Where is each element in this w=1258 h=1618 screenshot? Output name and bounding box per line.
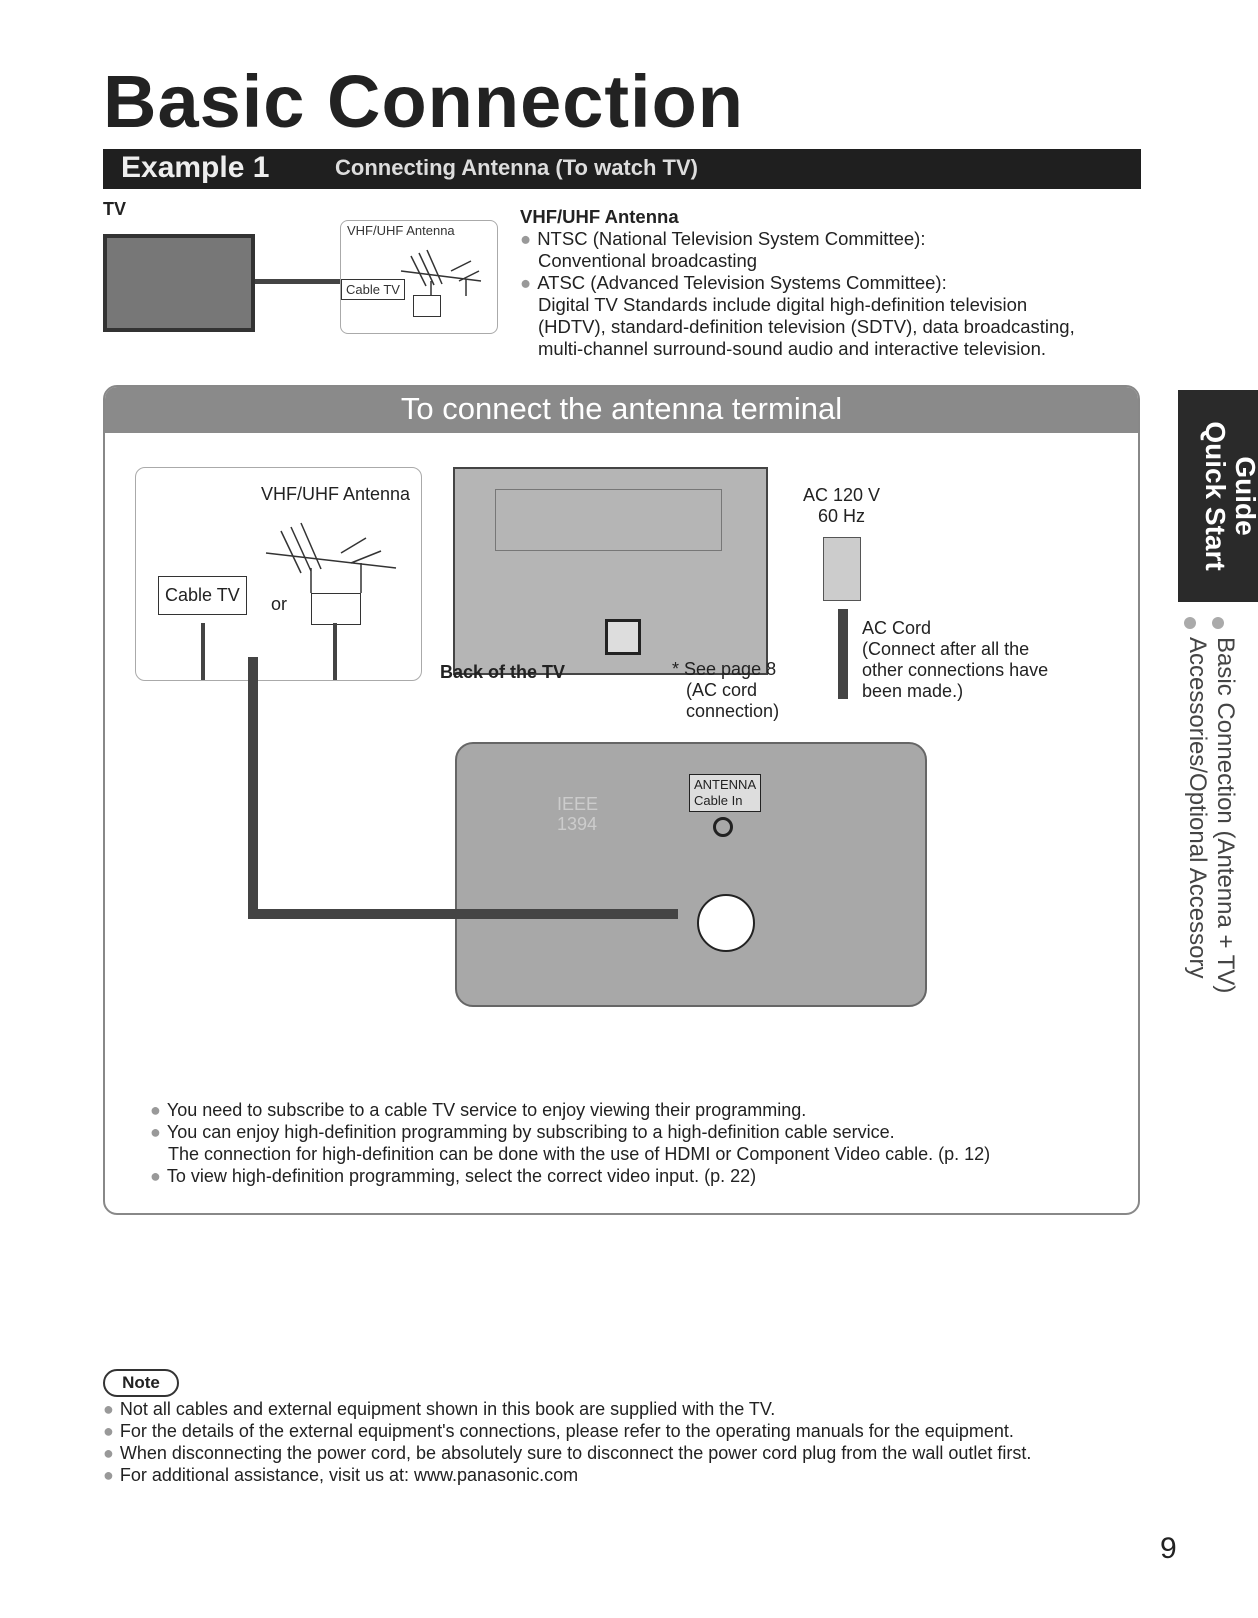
ieee-line: IEEE bbox=[557, 794, 599, 814]
cable-line bbox=[201, 623, 205, 680]
quick-start-tab-label: Quick Start Guide bbox=[1200, 421, 1258, 570]
tv-illustration bbox=[103, 234, 255, 332]
coax-connector-icon bbox=[697, 894, 755, 952]
bullet-item: ●You need to subscribe to a cable TV ser… bbox=[150, 1100, 807, 1120]
cable-line bbox=[333, 623, 337, 680]
see-page-note: * See page 8 (AC cord connection) bbox=[672, 659, 779, 722]
coax-cable-horizontal bbox=[248, 909, 678, 919]
antenna-icon bbox=[400, 249, 482, 296]
terminal-icon bbox=[713, 817, 733, 837]
wall-outlet-icon bbox=[823, 537, 861, 601]
example-bar: Example 1 Connecting Antenna (To watch T… bbox=[103, 149, 1141, 189]
bullet-text: You can enjoy high-definition programmin… bbox=[166, 1122, 895, 1142]
see-page-line: (AC cord bbox=[686, 680, 758, 700]
note-item: ●For the details of the external equipme… bbox=[103, 1421, 1014, 1441]
side-navigation: Basic Connection (Antenna + TV) Accessor… bbox=[1184, 617, 1239, 993]
bullet-text: The connection for high-definition can b… bbox=[168, 1144, 991, 1164]
bullet-text: You need to subscribe to a cable TV serv… bbox=[166, 1100, 807, 1120]
note-list: ●Not all cables and external equipment s… bbox=[103, 1398, 1153, 1486]
cable-line bbox=[255, 279, 340, 284]
desc-item-sub: multi-channel surround-sound audio and i… bbox=[538, 338, 1047, 359]
page-number: 9 bbox=[1160, 1532, 1177, 1565]
example-label: Example 1 bbox=[121, 151, 270, 184]
tv-back-illustration bbox=[453, 467, 768, 675]
note-text: For the details of the external equipmen… bbox=[119, 1421, 1014, 1441]
terminal-label-line: Cable In bbox=[694, 793, 743, 808]
ac-voltage-label: AC 120 V bbox=[803, 485, 881, 505]
note-item: ●Not all cables and external equipment s… bbox=[103, 1399, 776, 1419]
panel-bullets: ●You need to subscribe to a cable TV ser… bbox=[150, 1099, 1110, 1187]
panel-title: To connect the antenna terminal bbox=[400, 391, 843, 426]
nav-item-basic-connection[interactable]: Basic Connection (Antenna + TV) bbox=[1212, 637, 1239, 993]
desc-item-main: NTSC (National Television System Committ… bbox=[537, 228, 926, 249]
terminal-zoom-illustration: IEEE 1394 ANTENNA Cable In bbox=[455, 742, 927, 1007]
bullet-item: ●You can enjoy high-definition programmi… bbox=[150, 1122, 895, 1142]
see-page-line: connection) bbox=[686, 701, 780, 721]
panel-header bbox=[105, 387, 1138, 433]
ac-cord-note: AC Cord (Connect after all the other con… bbox=[862, 618, 1048, 702]
cable-tv-detail-box: Cable TV bbox=[158, 576, 247, 615]
note-item: ●When disconnecting the power cord, be a… bbox=[103, 1443, 1032, 1463]
antenna-detail-box: VHF/UHF Antenna Cable TV or bbox=[135, 467, 422, 681]
note-text: Not all cables and external equipment sh… bbox=[119, 1399, 776, 1419]
antenna-description: VHF/UHF Antenna ●NTSC (National Televisi… bbox=[520, 206, 1120, 360]
desc-item-sub: Conventional broadcasting bbox=[538, 250, 758, 271]
tab-line-1: Quick Start bbox=[1200, 421, 1231, 570]
back-of-tv-label: Back of the TV bbox=[440, 662, 566, 682]
ac-cord-line: been made.) bbox=[862, 681, 964, 701]
coax-cable-vertical bbox=[248, 657, 258, 919]
terminal-label-line: ANTENNA bbox=[694, 777, 757, 792]
antenna-label: VHF/UHF Antenna bbox=[347, 223, 455, 238]
antenna-icon bbox=[265, 522, 397, 593]
tv-label: TV bbox=[103, 199, 127, 219]
ac-cord-line: (Connect after all the bbox=[862, 639, 1030, 659]
tab-line-2: Guide bbox=[1230, 456, 1258, 535]
cable-tv-box: Cable TV bbox=[341, 279, 405, 300]
nav-bullet-icon bbox=[1184, 617, 1196, 629]
antenna-terminal-panel: To connect the antenna terminal VHF/UHF … bbox=[103, 385, 1140, 1215]
ieee-label: IEEE 1394 bbox=[557, 794, 598, 834]
ac-cord-line bbox=[838, 609, 848, 699]
antenna-heading: VHF/UHF Antenna bbox=[520, 206, 679, 227]
page-title: Basic Connection bbox=[103, 60, 744, 143]
bullet-text: To view high-definition programming, sel… bbox=[166, 1166, 757, 1186]
ac-cord-line: other connections have bbox=[862, 660, 1049, 680]
note-text: For additional assistance, visit us at: … bbox=[119, 1465, 579, 1485]
example-subtitle: Connecting Antenna (To watch TV) bbox=[335, 155, 698, 180]
nav-item-accessories[interactable]: Accessories/Optional Accessory bbox=[1184, 637, 1211, 978]
antenna-box: VHF/UHF Antenna Cable TV bbox=[340, 220, 498, 334]
ieee-line: 1394 bbox=[557, 814, 598, 834]
antenna-splitter bbox=[413, 295, 441, 317]
desc-item: ●NTSC (National Television System Commit… bbox=[520, 228, 926, 249]
bullet-item: ●To view high-definition programming, se… bbox=[150, 1166, 757, 1186]
see-page-line: * See page 8 bbox=[672, 659, 777, 679]
or-label: or bbox=[271, 594, 288, 614]
desc-item-sub: (HDTV), standard-definition television (… bbox=[538, 316, 1075, 337]
desc-item-sub: Digital TV Standards include digital hig… bbox=[538, 294, 1028, 315]
quick-start-tab bbox=[1178, 390, 1258, 602]
note-item: ●For additional assistance, visit us at:… bbox=[103, 1465, 579, 1485]
splitter-box bbox=[311, 593, 361, 625]
note-text: When disconnecting the power cord, be ab… bbox=[119, 1443, 1032, 1463]
tv-back-panel bbox=[495, 489, 722, 551]
desc-item-main: ATSC (Advanced Television Systems Commit… bbox=[537, 272, 947, 293]
antenna-terminal-label: ANTENNA Cable In bbox=[689, 774, 762, 812]
nav-bullet-icon bbox=[1212, 617, 1224, 629]
ac-frequency-label: 60 Hz bbox=[818, 506, 866, 526]
ac-cord-line: AC Cord bbox=[862, 618, 932, 638]
note-badge: Note bbox=[103, 1369, 179, 1397]
terminal-highlight bbox=[605, 619, 641, 655]
antenna-detail-label: VHF/UHF Antenna bbox=[261, 484, 411, 504]
desc-item: ●ATSC (Advanced Television Systems Commi… bbox=[520, 272, 947, 293]
